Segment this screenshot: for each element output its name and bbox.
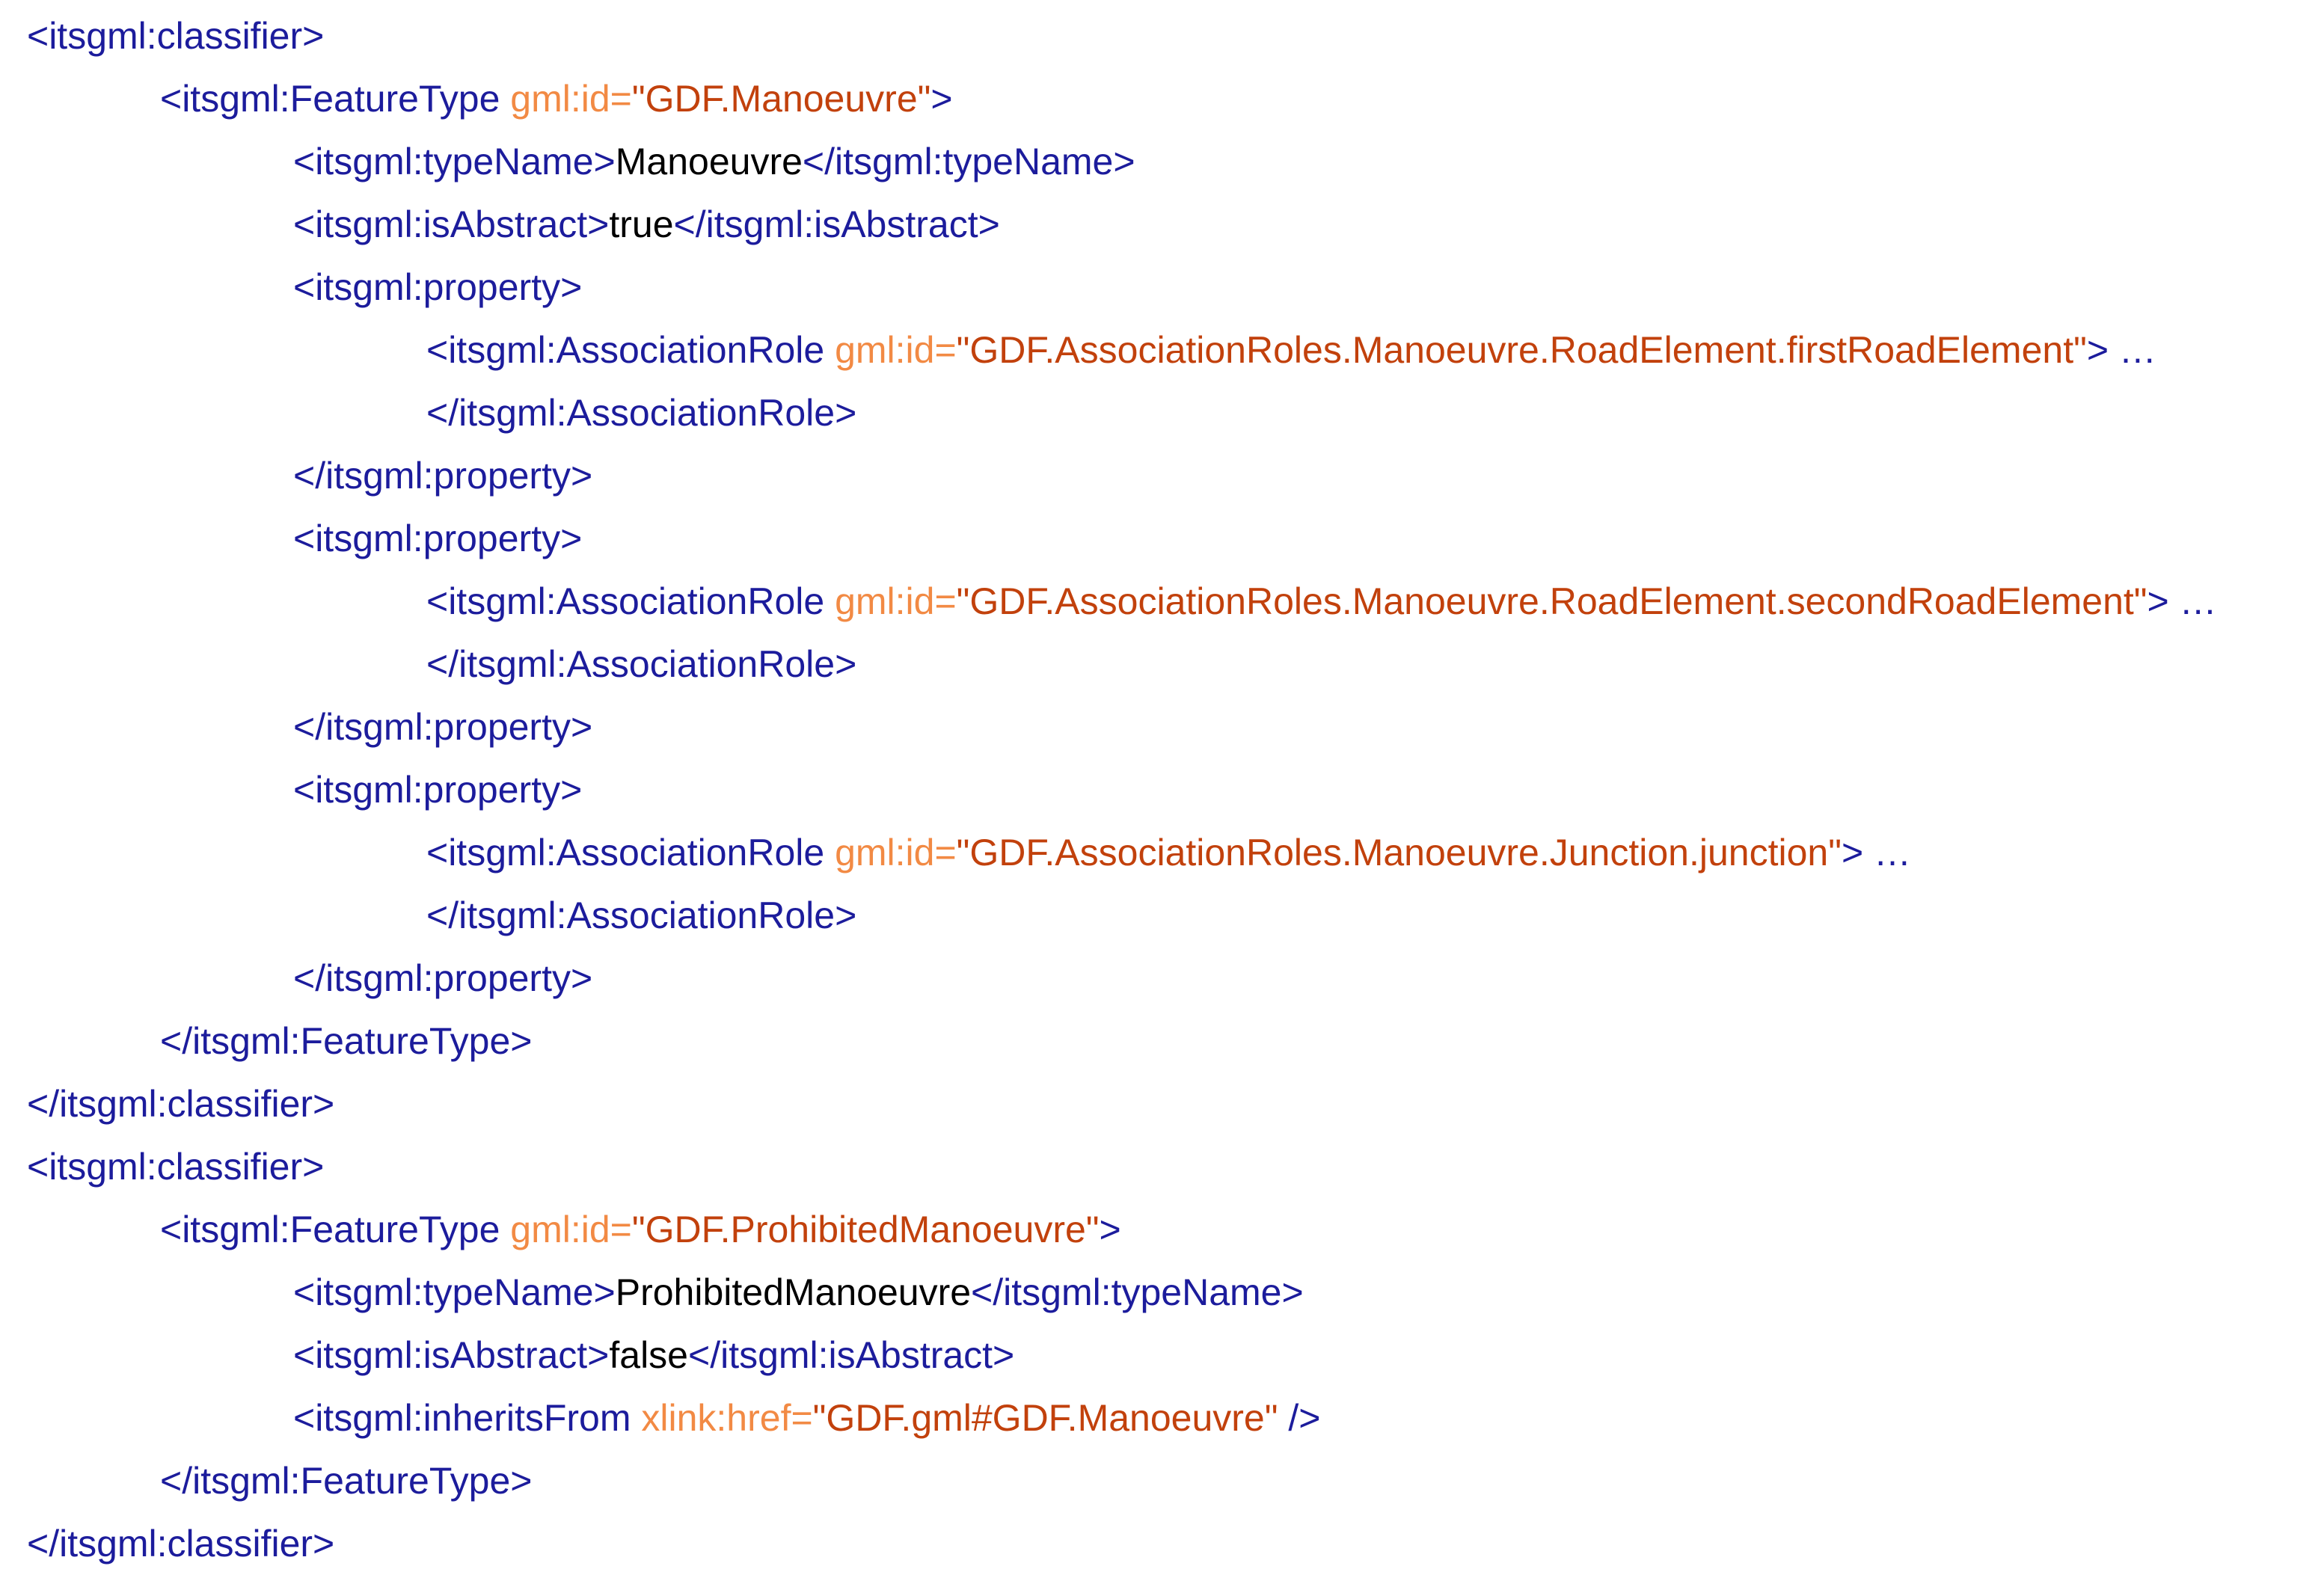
xml-tag: <itsgml:classifier>: [27, 1146, 325, 1188]
xml-text-content: false: [609, 1334, 688, 1376]
xml-tag: <itsgml:typeName>: [293, 141, 616, 182]
code-line: </itsgml:property>: [27, 696, 2217, 758]
xml-tag: <itsgml:property>: [293, 518, 583, 559]
xml-tag: </itsgml:AssociationRole>: [426, 894, 857, 936]
xml-tag: <itsgml:classifier>: [27, 15, 325, 57]
code-line: <itsgml:property>: [27, 507, 2217, 570]
xml-attribute-name: gml:id=: [510, 1209, 632, 1250]
code-line: <itsgml:isAbstract>true</itsgml:isAbstra…: [27, 193, 2217, 256]
xml-attribute-name: gml:id=: [835, 329, 957, 371]
code-line: <itsgml:property>: [27, 758, 2217, 821]
xml-tag: <itsgml:isAbstract>: [293, 1334, 610, 1376]
xml-attribute-value: "GDF.AssociationRoles.Manoeuvre.Junction…: [956, 832, 1842, 874]
xml-tag: </itsgml:typeName>: [802, 141, 1135, 182]
xml-text-content: ProhibitedManoeuvre: [615, 1271, 972, 1313]
xml-tag: </itsgml:property>: [293, 957, 593, 999]
code-line: </itsgml:classifier>: [27, 1072, 2217, 1135]
xml-attribute-value: "GDF.gml#GDF.Manoeuvre": [812, 1397, 1278, 1439]
xml-tag: <itsgml:typeName>: [293, 1271, 616, 1313]
code-line: </itsgml:FeatureType>: [27, 1010, 2217, 1072]
code-line: <itsgml:AssociationRole gml:id="GDF.Asso…: [27, 319, 2217, 381]
xml-attribute-value: "GDF.ProhibitedManoeuvre": [631, 1209, 1100, 1250]
code-line: <itsgml:isAbstract>false</itsgml:isAbstr…: [27, 1324, 2217, 1387]
xml-tag: </itsgml:isAbstract>: [673, 203, 1000, 245]
code-line: <itsgml:FeatureType gml:id="GDF.Prohibit…: [27, 1198, 2217, 1261]
xml-tag: >: [930, 78, 953, 120]
xml-tag: <itsgml:property>: [293, 266, 583, 308]
xml-tag: </itsgml:typeName>: [971, 1271, 1304, 1313]
xml-tag: <itsgml:inheritsFrom: [293, 1397, 642, 1439]
xml-tag: >: [1099, 1209, 1121, 1250]
xml-tag: > …: [2147, 580, 2217, 622]
xml-tag: </itsgml:classifier>: [27, 1083, 335, 1125]
xml-tag: </itsgml:classifier>: [27, 1523, 335, 1565]
xml-tag: <itsgml:AssociationRole: [426, 329, 836, 371]
xml-tag: </itsgml:property>: [293, 706, 593, 748]
code-line: <itsgml:classifier>: [27, 1135, 2217, 1198]
code-line: <itsgml:typeName>ProhibitedManoeuvre</it…: [27, 1261, 2217, 1324]
xml-tag: </itsgml:isAbstract>: [688, 1334, 1015, 1376]
code-line: <itsgml:FeatureType gml:id="GDF.Manoeuvr…: [27, 67, 2217, 130]
xml-tag: </itsgml:FeatureType>: [160, 1020, 533, 1062]
xml-attribute-value: "GDF.AssociationRoles.Manoeuvre.RoadElem…: [956, 580, 2147, 622]
xml-attribute-name: gml:id=: [510, 78, 632, 120]
code-line: </itsgml:FeatureType>: [27, 1449, 2217, 1512]
xml-attribute-name: xlink:href=: [641, 1397, 813, 1439]
xml-tag: <itsgml:AssociationRole: [426, 832, 836, 874]
xml-tag: </itsgml:property>: [293, 455, 593, 497]
code-line: <itsgml:property>: [27, 256, 2217, 319]
xml-tag: </itsgml:FeatureType>: [160, 1460, 533, 1502]
xml-tag: > …: [1841, 832, 1912, 874]
xml-tag: > …: [2086, 329, 2156, 371]
xml-text-content: Manoeuvre: [615, 141, 803, 182]
xml-tag: <itsgml:property>: [293, 769, 583, 811]
xml-tag: <itsgml:AssociationRole: [426, 580, 836, 622]
xml-attribute-value: "GDF.AssociationRoles.Manoeuvre.RoadElem…: [956, 329, 2087, 371]
code-line: </itsgml:property>: [27, 947, 2217, 1010]
code-line: </itsgml:property>: [27, 444, 2217, 507]
xml-tag: <itsgml:FeatureType: [160, 78, 511, 120]
xml-tag: </itsgml:AssociationRole>: [426, 643, 857, 685]
code-line: <itsgml:typeName>Manoeuvre</itsgml:typeN…: [27, 130, 2217, 193]
xml-code-listing: <itsgml:classifier> <itsgml:FeatureType g…: [27, 4, 2217, 1575]
code-line: <itsgml:AssociationRole gml:id="GDF.Asso…: [27, 821, 2217, 884]
code-line: <itsgml:AssociationRole gml:id="GDF.Asso…: [27, 570, 2217, 633]
code-line: </itsgml:AssociationRole>: [27, 633, 2217, 696]
code-line: </itsgml:classifier>: [27, 1512, 2217, 1575]
xml-tag: </itsgml:AssociationRole>: [426, 392, 857, 434]
xml-attribute-value: "GDF.Manoeuvre": [631, 78, 931, 120]
xml-tag: <itsgml:FeatureType: [160, 1209, 511, 1250]
code-line: <itsgml:inheritsFrom xlink:href="GDF.gml…: [27, 1387, 2217, 1449]
xml-text-content: true: [609, 203, 674, 245]
xml-attribute-name: gml:id=: [835, 580, 957, 622]
code-line: </itsgml:AssociationRole>: [27, 884, 2217, 947]
code-line: <itsgml:classifier>: [27, 4, 2217, 67]
code-line: </itsgml:AssociationRole>: [27, 381, 2217, 444]
xml-attribute-name: gml:id=: [835, 832, 957, 874]
xml-tag: />: [1278, 1397, 1321, 1439]
xml-tag: <itsgml:isAbstract>: [293, 203, 610, 245]
